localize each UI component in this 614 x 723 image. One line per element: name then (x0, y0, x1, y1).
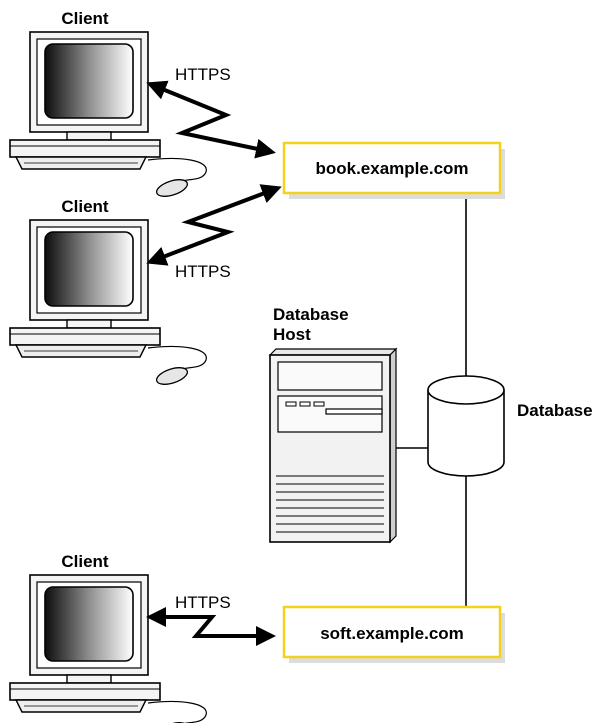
server-tower-icon (268, 347, 398, 544)
client-3-protocol: HTTPS (175, 593, 231, 612)
lightning-arrow-icon (146, 184, 282, 266)
server-book-box (282, 141, 502, 195)
client-2: Client HTTPS (9, 184, 282, 389)
database-label: Database (517, 401, 593, 420)
database-host-label-line2: Host (273, 325, 311, 344)
server-book-label: book.example.com (315, 159, 468, 178)
server-soft-label: soft.example.com (320, 624, 464, 643)
database-host: Database Host (268, 305, 398, 544)
database-host-label-line1: Database (273, 305, 349, 324)
client-2-protocol: HTTPS (175, 262, 231, 281)
database-cylinder-icon (427, 375, 505, 477)
lightning-arrow-icon (146, 80, 276, 159)
client-1: Client HTTPS (9, 9, 276, 201)
client-1-label: Client (61, 9, 109, 28)
computer-icon (9, 219, 208, 389)
client-3-label: Client (61, 552, 109, 571)
client-1-protocol: HTTPS (175, 65, 231, 84)
server-book: book.example.com (282, 141, 505, 199)
server-soft: soft.example.com (282, 605, 505, 663)
database: Database (427, 375, 593, 477)
client-3: Client HTTPS (9, 552, 276, 723)
lightning-arrow-icon (146, 607, 276, 646)
server-soft-box (282, 605, 502, 659)
client-2-label: Client (61, 197, 109, 216)
computer-icon (9, 31, 208, 201)
